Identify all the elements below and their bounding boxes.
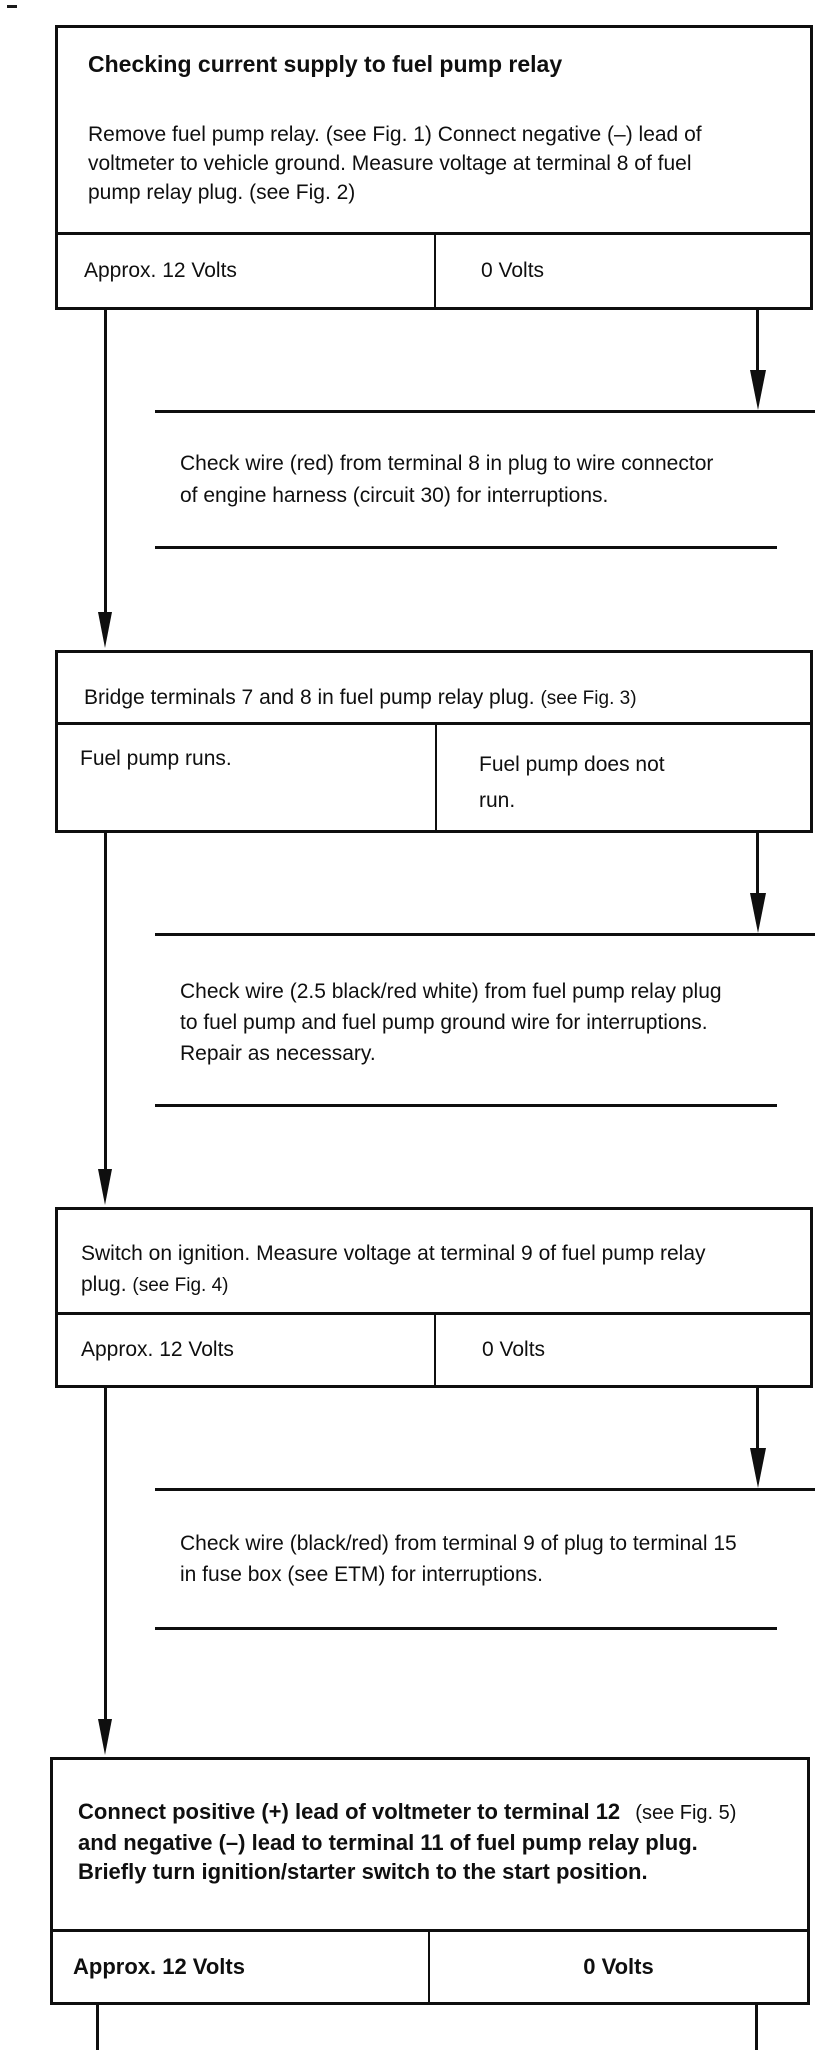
flow-arrowhead-step1-fail xyxy=(750,370,766,410)
flow-arrowhead-step3-fail xyxy=(750,1448,766,1488)
step1-instruction-line: Remove fuel pump relay. (see Fig. 1) Con… xyxy=(88,123,702,146)
flow-line-step2-fail xyxy=(756,833,759,893)
step4-outcome-left-label: Approx. 12 Volts xyxy=(73,1954,245,1979)
action1-top-rule xyxy=(155,410,815,413)
action1-line: of engine harness (circuit 30) for inter… xyxy=(180,484,609,507)
step2-outcome-left-label: Fuel pump runs. xyxy=(80,747,232,770)
action2-line: Repair as necessary. xyxy=(180,1042,376,1065)
action3-text: Check wire (black/red) from terminal 9 o… xyxy=(180,1528,737,1590)
step4-outcome-right-label: 0 Volts xyxy=(583,1954,654,1979)
step1-outcome-right-cell: 0 Volts xyxy=(436,235,810,307)
action3-bottom-rule xyxy=(155,1627,777,1630)
step1-outcome-left-cell: Approx. 12 Volts xyxy=(58,235,436,307)
step2-figure-reference: (see Fig. 3) xyxy=(540,688,637,709)
step1-instruction-line: pump relay plug. (see Fig. 2) xyxy=(88,181,356,204)
action3-top-rule xyxy=(155,1488,815,1491)
step2-instruction: Bridge terminals 7 and 8 in fuel pump re… xyxy=(84,683,637,713)
step4-instruction-line: and negative (–) lead to terminal 11 of … xyxy=(78,1830,698,1855)
step3-outcome-left-label: Approx. 12 Volts xyxy=(81,1338,234,1361)
step3-box: Switch on ignition. Measure voltage at t… xyxy=(55,1207,813,1388)
step3-outcome-right-label: 0 Volts xyxy=(482,1338,546,1361)
action1-line: Check wire (red) from terminal 8 in plug… xyxy=(180,452,714,475)
step1-outcome-row: Approx. 12 Volts 0 Volts xyxy=(58,232,810,307)
action3-line: in fuse box (see ETM) for interruptions. xyxy=(180,1563,543,1586)
step2-outcome-left-cell: Fuel pump runs. xyxy=(58,725,437,830)
step2-instruction-text: Bridge terminals 7 and 8 in fuel pump re… xyxy=(84,686,535,709)
action2-line: to fuel pump and fuel pump ground wire f… xyxy=(180,1011,708,1034)
step2-outcome-right-label: Fuel pump does not xyxy=(479,753,665,776)
step3-instruction-text: plug. xyxy=(81,1273,127,1296)
action2-bottom-rule xyxy=(155,1104,777,1107)
step4-instruction-line: Briefly turn ignition/starter switch to … xyxy=(78,1859,648,1884)
flow-line-step1-fail xyxy=(756,310,759,370)
step3-instructions: Switch on ignition. Measure voltage at t… xyxy=(81,1238,706,1301)
flow-line-step1-pass xyxy=(104,310,107,612)
step2-outcome-row: Fuel pump runs. Fuel pump does not run. xyxy=(58,722,810,830)
step2-outcome-right-label: run. xyxy=(479,789,516,812)
step4-outcome-row: Approx. 12 Volts 0 Volts xyxy=(53,1929,807,2002)
step1-title: Checking current supply to fuel pump rel… xyxy=(88,51,563,77)
step1-instruction-line: voltmeter to vehicle ground. Measure vol… xyxy=(88,152,692,175)
action1-bottom-rule xyxy=(155,546,777,549)
flow-line-step3-pass xyxy=(104,1388,107,1719)
flow-line-step4-fail-stub xyxy=(755,2005,758,2050)
step3-outcome-right-cell: 0 Volts xyxy=(436,1315,810,1385)
flow-arrowhead-step1-pass xyxy=(98,612,112,648)
step4-figure-reference: (see Fig. 5) xyxy=(635,1802,737,1824)
step3-figure-reference: (see Fig. 4) xyxy=(132,1275,229,1296)
flow-arrowhead-step2-fail xyxy=(750,893,766,933)
flow-line-step4-pass-stub xyxy=(96,2005,99,2050)
step4-instruction-line: Connect positive (+) lead of voltmeter t… xyxy=(78,1797,736,1828)
step4-outcome-left-cell: Approx. 12 Volts xyxy=(53,1932,430,2002)
action2-top-rule xyxy=(155,933,815,936)
step1-outcome-right-label: 0 Volts xyxy=(481,259,545,282)
step1-outcome-left-label: Approx. 12 Volts xyxy=(84,259,237,282)
step3-outcome-left-cell: Approx. 12 Volts xyxy=(58,1315,436,1385)
scan-artifact-dash xyxy=(7,5,17,8)
step4-outcome-right-cell: 0 Volts xyxy=(430,1932,807,2002)
step1-box: Checking current supply to fuel pump rel… xyxy=(55,25,813,310)
action2-text: Check wire (2.5 black/red white) from fu… xyxy=(180,976,722,1069)
flow-arrowhead-step2-pass xyxy=(98,1169,112,1205)
step3-outcome-row: Approx. 12 Volts 0 Volts xyxy=(58,1312,810,1385)
flow-line-step2-pass xyxy=(104,833,107,1169)
flow-arrowhead-step3-pass xyxy=(98,1719,112,1755)
step4-instructions: Connect positive (+) lead of voltmeter t… xyxy=(78,1797,736,1886)
step2-outcome-right-cell: Fuel pump does not run. xyxy=(437,725,810,819)
action3-line: Check wire (black/red) from terminal 9 o… xyxy=(180,1532,737,1555)
step4-box: Connect positive (+) lead of voltmeter t… xyxy=(50,1757,810,2005)
step1-instructions: Remove fuel pump relay. (see Fig. 1) Con… xyxy=(88,120,702,207)
step3-instruction-line: Switch on ignition. Measure voltage at t… xyxy=(81,1242,706,1265)
flow-line-step3-fail xyxy=(756,1388,759,1448)
action2-line: Check wire (2.5 black/red white) from fu… xyxy=(180,980,722,1003)
action1-text: Check wire (red) from terminal 8 in plug… xyxy=(180,448,713,512)
step3-instruction-line: plug. (see Fig. 4) xyxy=(81,1269,706,1301)
step2-box: Bridge terminals 7 and 8 in fuel pump re… xyxy=(55,650,813,833)
step4-instruction-text: Connect positive (+) lead of voltmeter t… xyxy=(78,1799,621,1824)
